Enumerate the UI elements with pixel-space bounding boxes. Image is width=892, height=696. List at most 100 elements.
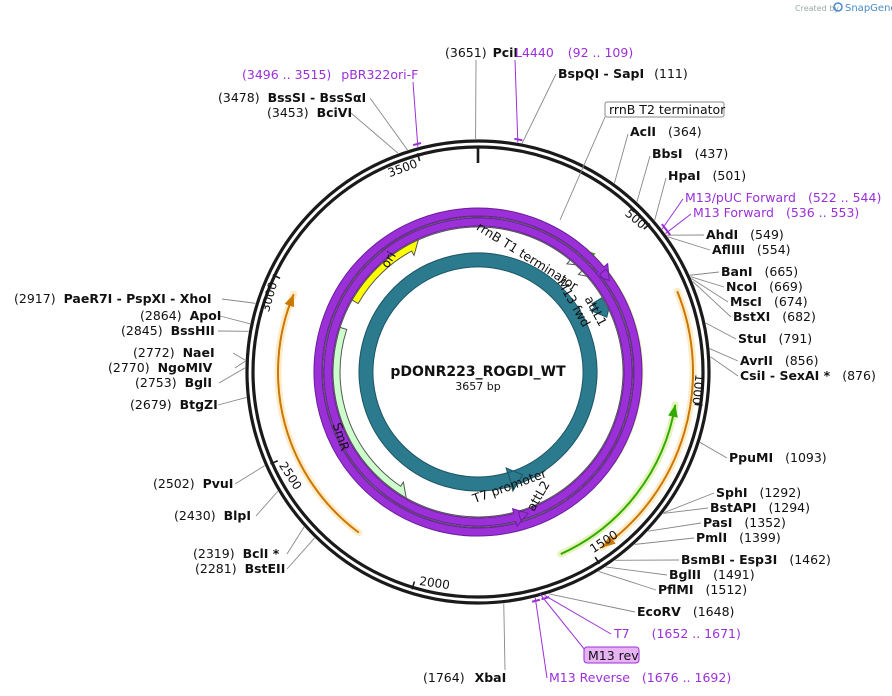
rrnb-t2-label: rrnB T2 terminator <box>609 102 726 117</box>
leader-layer <box>217 59 739 679</box>
leader-line-11 <box>705 322 737 340</box>
tick-layer <box>270 152 703 590</box>
leader-line-28 <box>217 397 247 406</box>
site-label-bsssi: (3478)BssSI - BssSαI <box>218 90 366 105</box>
rrnb-t2-box: rrnB T2 terminator <box>604 101 726 118</box>
plasmid-name: pDONR223_ROGDI_WT <box>390 364 566 380</box>
leader-line-7 <box>689 271 720 276</box>
site-label-bstapi: BstAPI(1294) <box>710 500 810 515</box>
brand-name: SnapGene <box>845 3 892 14</box>
leader-line-13 <box>710 356 739 377</box>
leader-line-36 <box>369 97 408 151</box>
site-label-xbai: (1764)XbaI <box>423 670 506 685</box>
orange-orf-left <box>277 293 360 534</box>
leader-line-29 <box>218 367 246 384</box>
leader-line-17 <box>648 522 702 532</box>
leader-line-18 <box>634 537 695 545</box>
site-label-bspqi: BspQI - SapI(111) <box>558 66 688 81</box>
primer-mark-4 <box>531 598 541 603</box>
plasmid-size: 3657 bp <box>455 380 500 393</box>
site-label-bglii: BglII(1491) <box>669 567 755 582</box>
tick-label-2000: 2000 <box>418 574 450 592</box>
leader-line-33 <box>219 315 251 325</box>
site-label-bsteii: (2281)BstEII <box>195 561 285 576</box>
site-label-apoi: (2864)ApoI <box>140 308 221 323</box>
leader-line-25 <box>286 526 305 555</box>
site-label-ngomiv: (2770)NgoMIV <box>108 360 213 375</box>
site-label-bcivi: (3453)BciVI <box>267 105 352 120</box>
tick-1500 <box>594 556 601 565</box>
snapgene-brand: Created by SnapGene <box>795 2 892 14</box>
primer-leader-2 <box>665 213 692 234</box>
primer-leader-0 <box>514 59 519 143</box>
site-label-afliii: AflIII(554) <box>712 242 791 257</box>
leader-line-23 <box>503 603 506 671</box>
orange-orf-right-head <box>602 535 616 548</box>
site-label-ppumi: PpuMI(1093) <box>729 450 827 465</box>
tick-2000 <box>411 581 416 590</box>
leader-line-15 <box>663 492 715 514</box>
leader-line-34 <box>221 298 256 304</box>
snapgene-logo-icon <box>833 2 843 12</box>
tick-label-3500: 3500 <box>386 156 419 180</box>
primer-leader-4 <box>534 597 548 679</box>
primer-mark-0 <box>514 137 523 142</box>
leader-line-10 <box>692 281 732 318</box>
site-label-bani: BanI(665) <box>721 264 798 279</box>
site-label-blpi: (2430)BlpI <box>174 508 251 523</box>
leader-line-12 <box>709 348 739 362</box>
site-label-sphi: SphI(1292) <box>716 485 801 500</box>
leader-line-3 <box>636 155 651 202</box>
site-label-pvui: (2502)PvuI <box>153 476 233 491</box>
tick-2500 <box>270 459 279 465</box>
site-label-ncoi: NcoI(669) <box>726 279 803 294</box>
leader-line-31 <box>232 352 246 361</box>
leader-line-8 <box>690 276 725 288</box>
primer-leader-1 <box>661 198 684 230</box>
leader-line-26 <box>255 490 279 517</box>
leader-line-21 <box>598 570 657 591</box>
site-label-ecorv: EcoRV(1648) <box>637 604 734 619</box>
plasmid-backbone <box>245 139 711 605</box>
site-label-bgli: (2753)BglI <box>135 375 212 390</box>
leader-line-35 <box>350 112 399 154</box>
primer-label-t7: T7(1652 .. 1671) <box>613 626 741 641</box>
site-label-bcli: (2319)BclI * <box>193 546 280 561</box>
m13-rev-label: M13 rev <box>588 648 639 663</box>
leader-line-24 <box>286 537 315 570</box>
site-label-pasi: PasI(1352) <box>703 515 786 530</box>
site-label-avrii: AvrII(856) <box>740 353 818 368</box>
leader-line-30 <box>234 360 246 369</box>
tick-3000 <box>272 274 281 280</box>
site-label-pmli: PmlI(1399) <box>696 530 781 545</box>
green-orf-2-head <box>668 404 678 418</box>
site-label-bbsi: BbsI(437) <box>652 146 728 161</box>
backbone-outer-ring <box>245 139 711 605</box>
orange-orf-left-head <box>284 294 295 308</box>
site-label-pflmi: PflMI(1512) <box>658 582 747 597</box>
site-label-acli: AclI(364) <box>630 124 702 139</box>
m13-fwd-primer <box>313 207 643 537</box>
site-label-bsshii: (2845)BssHII <box>121 323 215 338</box>
tick-label-3000: 3000 <box>258 280 280 313</box>
primer-leader-5 <box>412 81 419 147</box>
site-label-msci: MscI(674) <box>730 294 808 309</box>
site-label-paer7i: (2917)PaeR7I - PspXI - XhoI <box>14 291 211 306</box>
primer-label-m13-reverse: M13 Reverse(1676 .. 1692) <box>549 670 731 685</box>
site-label-pcii: (3651)PciI <box>445 45 518 60</box>
site-label-ahdi: AhdI(549) <box>706 227 784 242</box>
leader-line-20 <box>605 566 668 576</box>
leader-line-6 <box>667 236 711 251</box>
primer-mark-5 <box>412 142 422 147</box>
primer-label-l4440: L4440(92 .. 109) <box>515 45 633 60</box>
leader-line-16 <box>663 507 709 514</box>
green-orf-2 <box>560 404 677 555</box>
tick-label-1000: 1000 <box>689 373 706 405</box>
primer-mark-3 <box>541 596 550 601</box>
feature-label-ori: ori <box>378 249 399 271</box>
rrnb-t2-leader <box>559 116 606 221</box>
primer-leader-3 <box>544 594 612 635</box>
site-label-bstxi: BstXI(682) <box>733 309 816 324</box>
orange-orf-right <box>601 290 694 549</box>
brand-created-by: Created by <box>795 4 839 13</box>
